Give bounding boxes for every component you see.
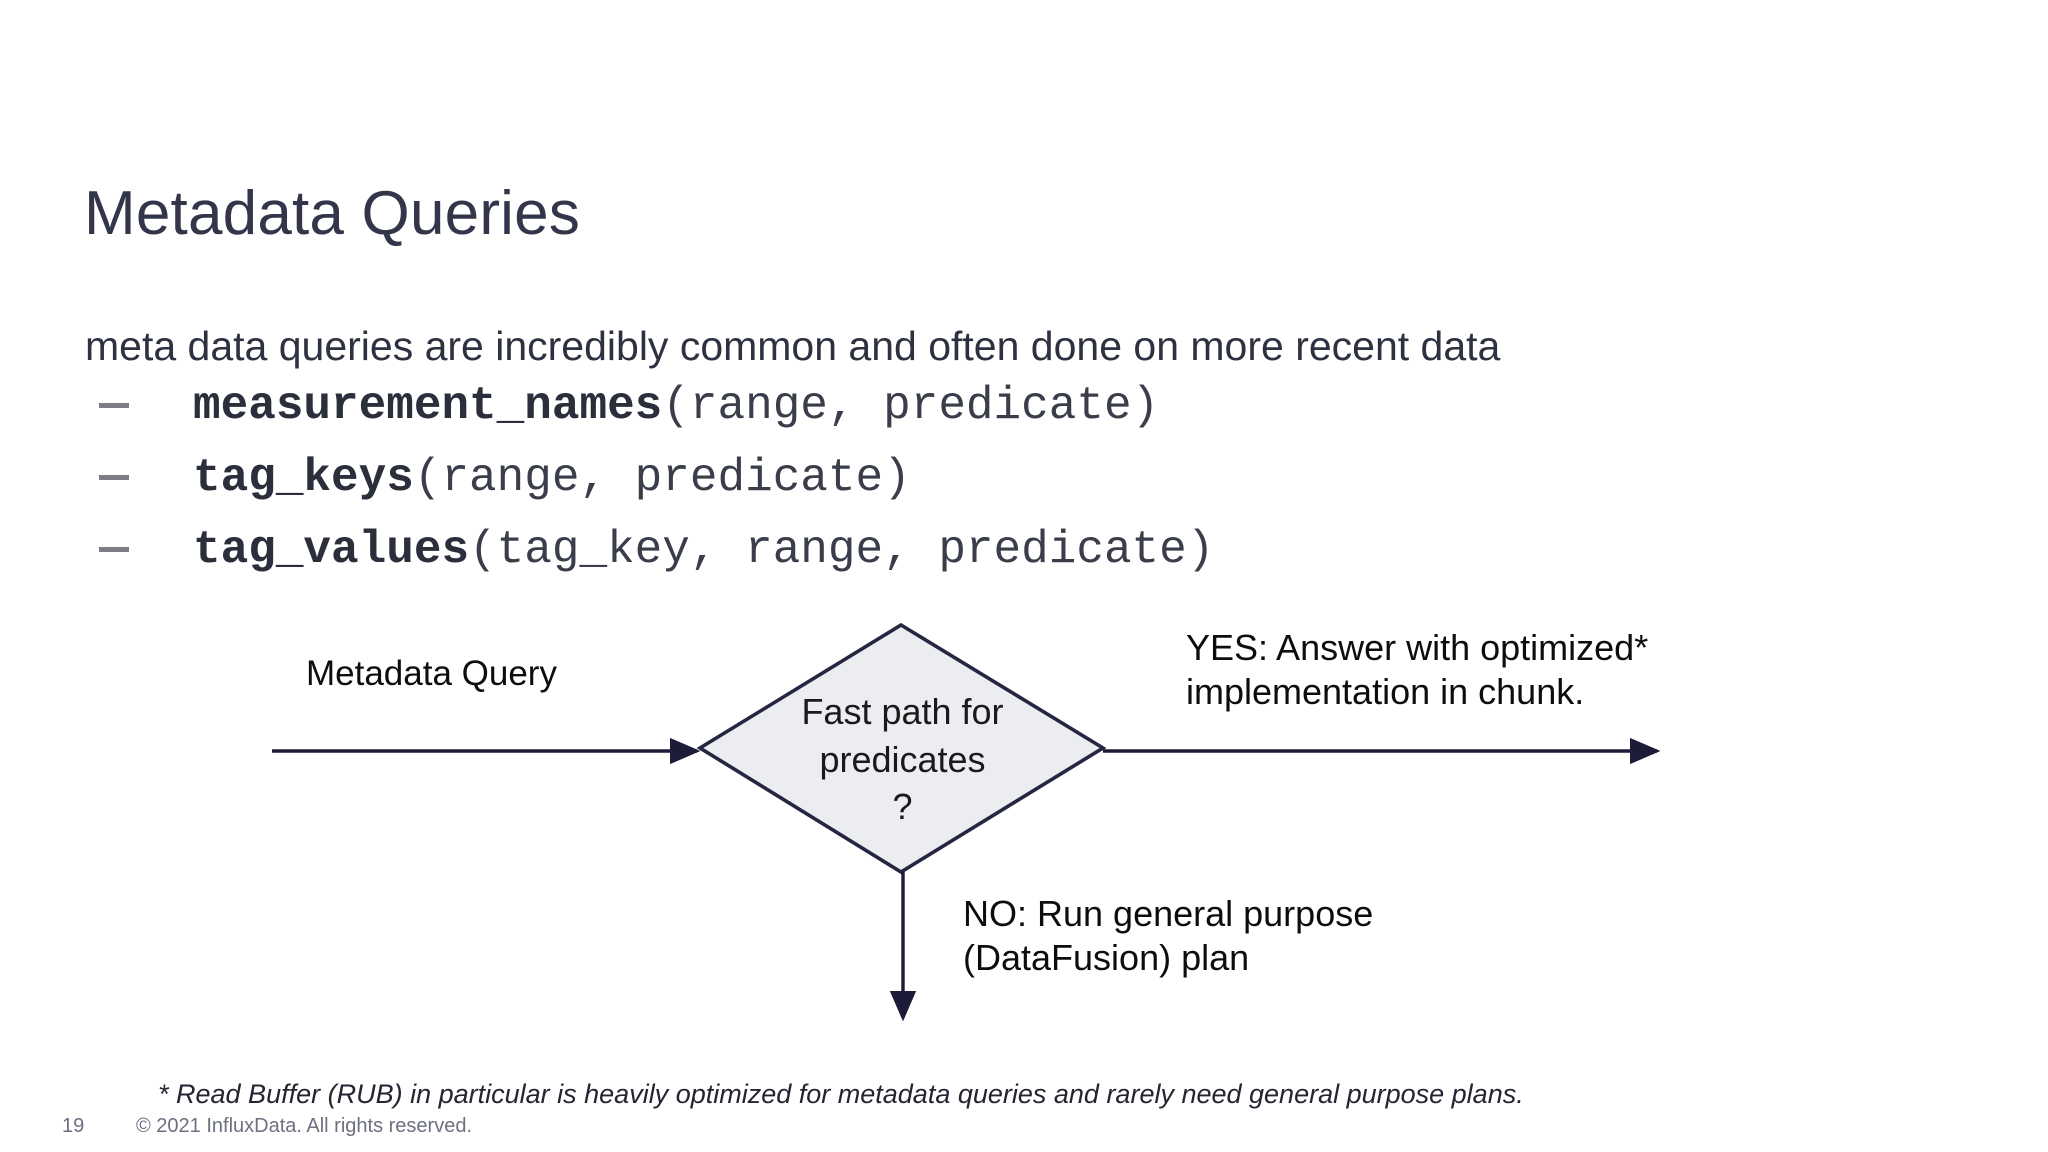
list-item: tag_values(tag_key, range, predicate) [85,514,1785,586]
page-title: Metadata Queries [84,178,581,248]
code-signature: tag_values(tag_key, range, predicate) [193,527,1214,573]
code-function-name: tag_keys [193,452,414,504]
list-item: tag_keys(range, predicate) [85,442,1785,514]
flow-label-input: Metadata Query [306,654,557,693]
code-signature-list: measurement_names(range, predicate) tag_… [85,370,1785,586]
dash-bullet-icon [99,403,129,408]
footer-page-number: 19 [62,1115,85,1137]
flowchart-svg [272,622,1661,1022]
flowchart-diagram: Metadata Query Fast path for predicates … [0,600,2048,1040]
decision-diamond-label: Fast path for predicates ? [801,691,1004,828]
decision-diamond [696,622,1107,875]
dash-bullet-icon [99,547,129,552]
code-function-args: (range, predicate) [413,452,911,504]
code-signature: measurement_names(range, predicate) [193,383,1159,429]
footer-copyright: © 2021 InfluxData. All rights reserved. [136,1115,473,1137]
slide-subtitle: meta data queries are incredibly common … [85,323,1501,369]
code-function-name: measurement_names [193,380,663,432]
code-function-args: (tag_key, range, predicate) [469,524,1215,576]
list-item: measurement_names(range, predicate) [85,370,1785,442]
footnote-text: * Read Buffer (RUB) in particular is hea… [158,1079,1524,1109]
flow-label-yes-branch: YES: Answer with optimized* implementati… [1186,627,1649,712]
flow-label-no-branch: NO: Run general purpose (DataFusion) pla… [963,893,1374,978]
code-function-args: (range, predicate) [662,380,1160,432]
code-function-name: tag_values [193,524,470,576]
dash-bullet-icon [99,475,129,480]
code-signature: tag_keys(range, predicate) [193,455,911,501]
